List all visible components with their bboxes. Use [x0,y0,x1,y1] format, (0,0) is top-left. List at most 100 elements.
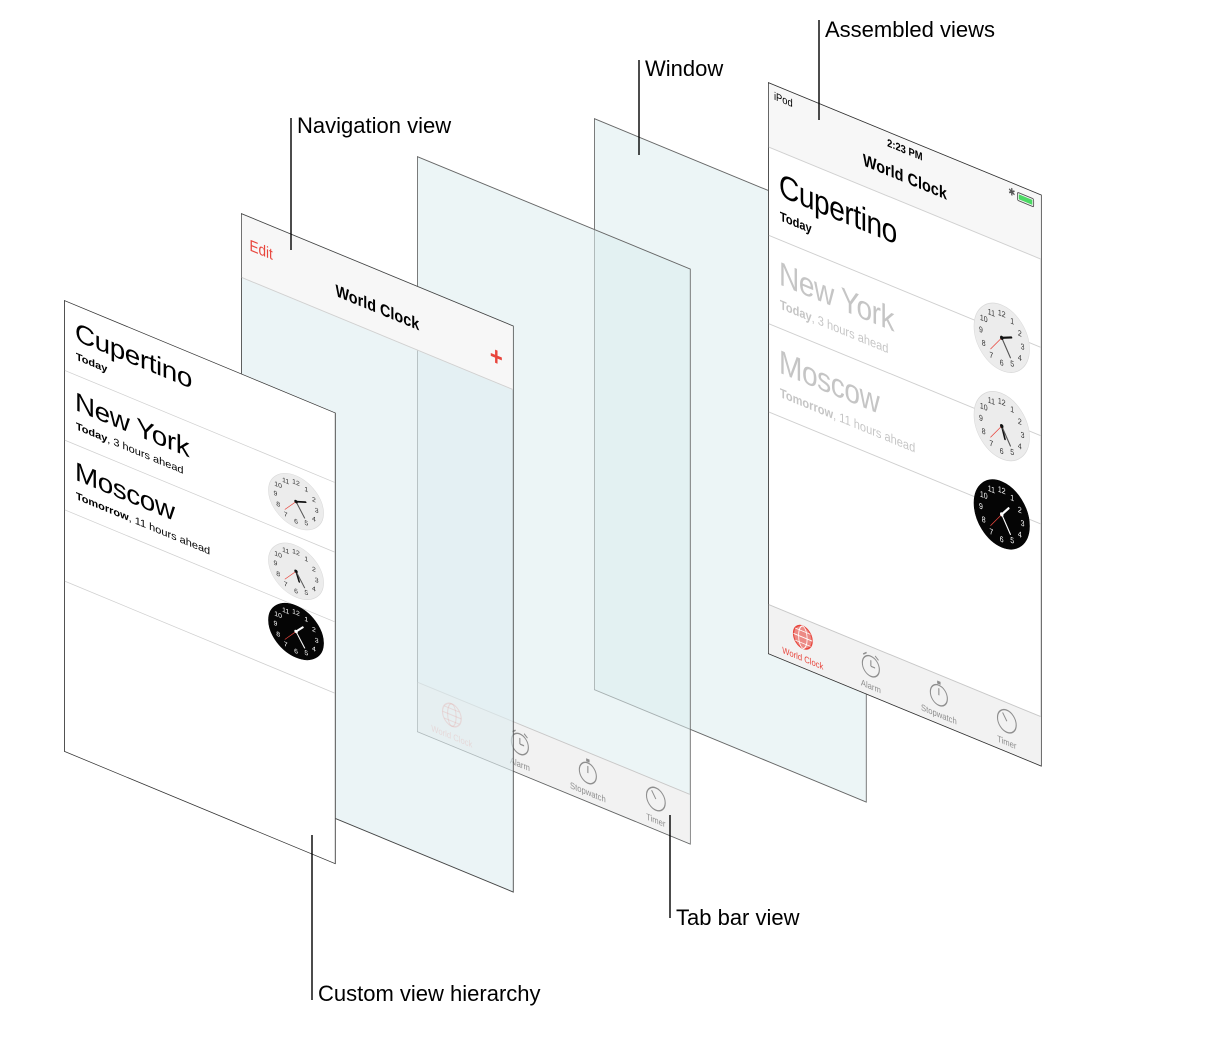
svg-text:8: 8 [276,631,280,639]
svg-text:9: 9 [979,501,983,512]
svg-text:2: 2 [1018,416,1022,427]
tab-alarm[interactable]: Alarm [837,637,905,705]
svg-text:5: 5 [1010,535,1014,546]
svg-text:4: 4 [312,516,316,524]
svg-text:1: 1 [1010,492,1014,503]
svg-text:3: 3 [1021,430,1025,441]
svg-text:2: 2 [1018,505,1022,516]
svg-text:4: 4 [1018,352,1022,363]
svg-text:1: 1 [304,616,308,624]
svg-text:2: 2 [1018,328,1022,339]
stopwatch-icon [929,680,948,707]
svg-text:7: 7 [284,581,288,589]
svg-text:2: 2 [312,566,316,574]
svg-text:10: 10 [274,481,282,491]
svg-text:12: 12 [998,307,1006,320]
svg-text:8: 8 [276,501,280,509]
svg-text:10: 10 [980,401,988,414]
svg-text:4: 4 [312,585,316,593]
svg-text:5: 5 [1010,358,1014,369]
svg-text:1: 1 [304,486,308,494]
svg-text:6: 6 [1000,534,1004,545]
tab-stopwatch[interactable]: Stopwatch [905,665,973,733]
svg-text:4: 4 [1018,441,1022,452]
svg-text:10: 10 [274,550,282,560]
label-window: Window [645,56,724,81]
svg-text:2: 2 [312,626,316,634]
tab-bar: World Clock Alarm Stopwatch Timer [768,604,1041,766]
alarm-icon [861,651,880,678]
svg-text:10: 10 [274,611,282,621]
label-custom-view-hierarchy: Custom view hierarchy [318,981,541,1006]
timer-icon [645,786,666,812]
svg-text:11: 11 [282,547,289,556]
svg-text:6: 6 [294,648,298,656]
svg-text:11: 11 [988,395,995,407]
svg-text:11: 11 [282,477,289,486]
svg-text:5: 5 [1010,447,1014,458]
svg-text:12: 12 [292,548,300,558]
svg-text:9: 9 [273,490,277,498]
svg-text:3: 3 [1021,341,1025,352]
svg-text:2: 2 [312,496,316,504]
svg-text:1: 1 [304,556,308,564]
tab-stopwatch[interactable]: Stopwatch [554,743,622,811]
label-navigation-view: Navigation view [297,113,452,138]
svg-text:3: 3 [315,577,319,585]
svg-text:11: 11 [988,483,995,495]
svg-text:9: 9 [979,324,983,335]
svg-text:10: 10 [980,312,988,325]
tab-world-clock[interactable]: World Clock [769,609,837,677]
svg-text:5: 5 [304,589,308,597]
svg-text:11: 11 [988,307,995,319]
globe-icon [792,624,813,650]
svg-text:4: 4 [312,646,316,654]
svg-text:5: 5 [304,520,308,528]
label-assembled-views: Assembled views [825,17,995,42]
svg-text:7: 7 [284,641,288,649]
label-tab-bar-view: Tab bar view [676,905,800,930]
svg-text:7: 7 [989,526,993,537]
svg-text:5: 5 [304,650,308,658]
timer-icon [996,708,1017,734]
svg-text:8: 8 [982,514,986,525]
svg-text:10: 10 [980,489,988,502]
tab-timer[interactable]: Timer [973,693,1041,761]
svg-text:9: 9 [273,560,277,568]
svg-text:8: 8 [982,338,986,349]
svg-text:12: 12 [292,608,300,618]
svg-text:4: 4 [1018,529,1022,540]
custom-view-layer: Cupertino Today New York Today, 3 hours … [64,300,336,865]
svg-text:8: 8 [276,571,280,579]
svg-text:7: 7 [989,438,993,449]
svg-text:6: 6 [1000,446,1004,457]
svg-text:9: 9 [273,620,277,628]
svg-text:1: 1 [1010,316,1014,327]
svg-text:3: 3 [315,507,319,515]
svg-text:6: 6 [294,518,298,526]
svg-text:7: 7 [284,511,288,519]
tab-timer[interactable]: Timer [622,771,690,839]
svg-text:12: 12 [998,396,1006,409]
svg-text:8: 8 [982,426,986,437]
svg-text:11: 11 [282,607,289,616]
svg-text:3: 3 [315,637,319,645]
svg-text:3: 3 [1021,518,1025,529]
svg-text:12: 12 [998,484,1006,497]
svg-text:6: 6 [294,588,298,596]
svg-text:6: 6 [1000,357,1004,368]
